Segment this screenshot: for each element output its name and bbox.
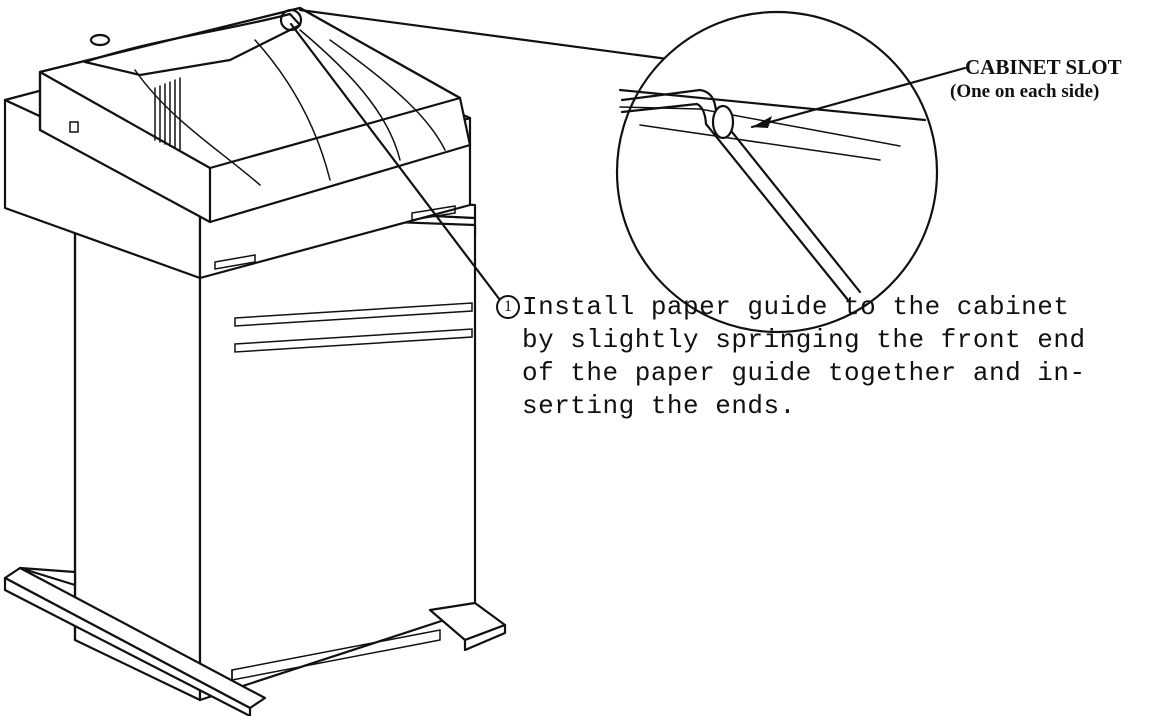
step-leader-line [289, 22, 502, 302]
step-line: of the paper guide together and in- [522, 358, 1086, 388]
printer-body [3, 6, 472, 280]
detail-magnifier [279, 8, 967, 334]
step-line: serting the ends. [522, 391, 796, 421]
step-instruction: Install paper guide to the cabinet by sl… [522, 291, 1152, 423]
step-line: by slightly springing the front end [522, 325, 1086, 355]
cabinet-slot-label: CABINET SLOT [965, 55, 1122, 79]
cabinet-slot-sublabel: (One on each side) [950, 81, 1100, 102]
step-line: Install paper guide to the cabinet [522, 292, 1070, 322]
cabinet-stand [3, 183, 507, 716]
step-number-badge: 1 [496, 295, 520, 319]
